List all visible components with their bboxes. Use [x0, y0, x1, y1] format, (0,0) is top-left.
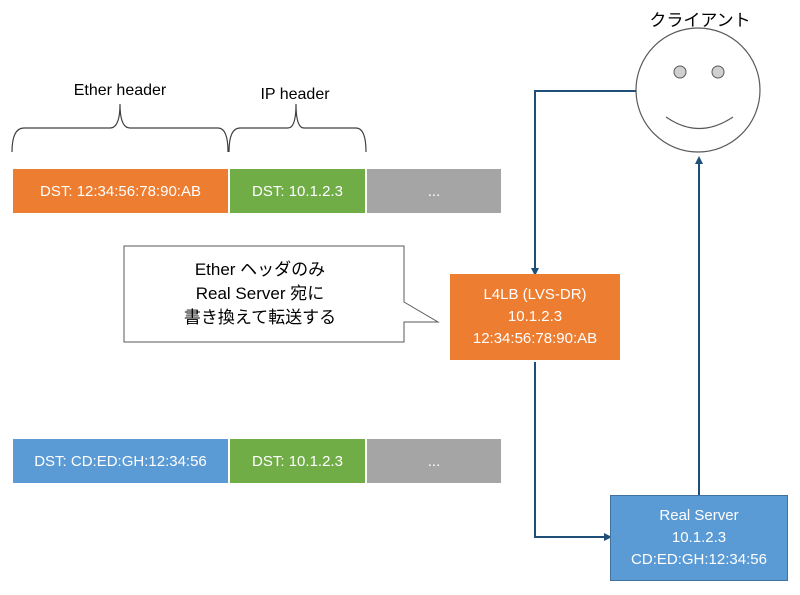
server-name: Real Server [659, 507, 739, 524]
ether-dst-segment-original: DST: 12:34:56:78:90:AB [12, 168, 229, 214]
ether-header-brace [11, 103, 229, 153]
ip-header-label: IP header [260, 86, 330, 103]
callout-line-3: 書き換えて転送する [183, 308, 337, 327]
ip-dst-segment: DST: 10.1.2.3 [229, 168, 366, 214]
callout-line-2: Real Server 宛に [195, 284, 325, 303]
smiley-face-icon [635, 27, 761, 153]
arrow-client-to-lb [531, 90, 636, 276]
server-mac: CD:ED:GH:12:34:56 [631, 551, 767, 568]
callout-text: Ether ヘッダのみ Real Server 宛に 書き換えて転送する [125, 258, 395, 330]
client-label: クライアント [649, 11, 751, 30]
real-server-node: Real Server 10.1.2.3 CD:ED:GH:12:34:56 [610, 495, 788, 581]
callout-line-1: Ether ヘッダのみ [194, 260, 326, 279]
load-balancer-node: L4LB (LVS-DR) 10.1.2.3 12:34:56:78:90:AB [450, 274, 620, 360]
lb-ip: 10.1.2.3 [507, 308, 563, 325]
ip-header-brace [228, 103, 367, 153]
server-ip: 10.1.2.3 [671, 529, 727, 546]
lb-name: L4LB (LVS-DR) [483, 286, 587, 303]
callout-bubble [123, 245, 440, 343]
payload-segment: ... [366, 168, 502, 214]
payload-segment: ... [366, 438, 502, 484]
ether-dst-segment-rewritten: DST: CD:ED:GH:12:34:56 [12, 438, 229, 484]
arrow-lb-to-server [534, 362, 612, 541]
ip-dst-segment: DST: 10.1.2.3 [229, 438, 366, 484]
lb-mac: 12:34:56:78:90:AB [472, 330, 598, 347]
ether-header-label: Ether header [73, 82, 167, 99]
